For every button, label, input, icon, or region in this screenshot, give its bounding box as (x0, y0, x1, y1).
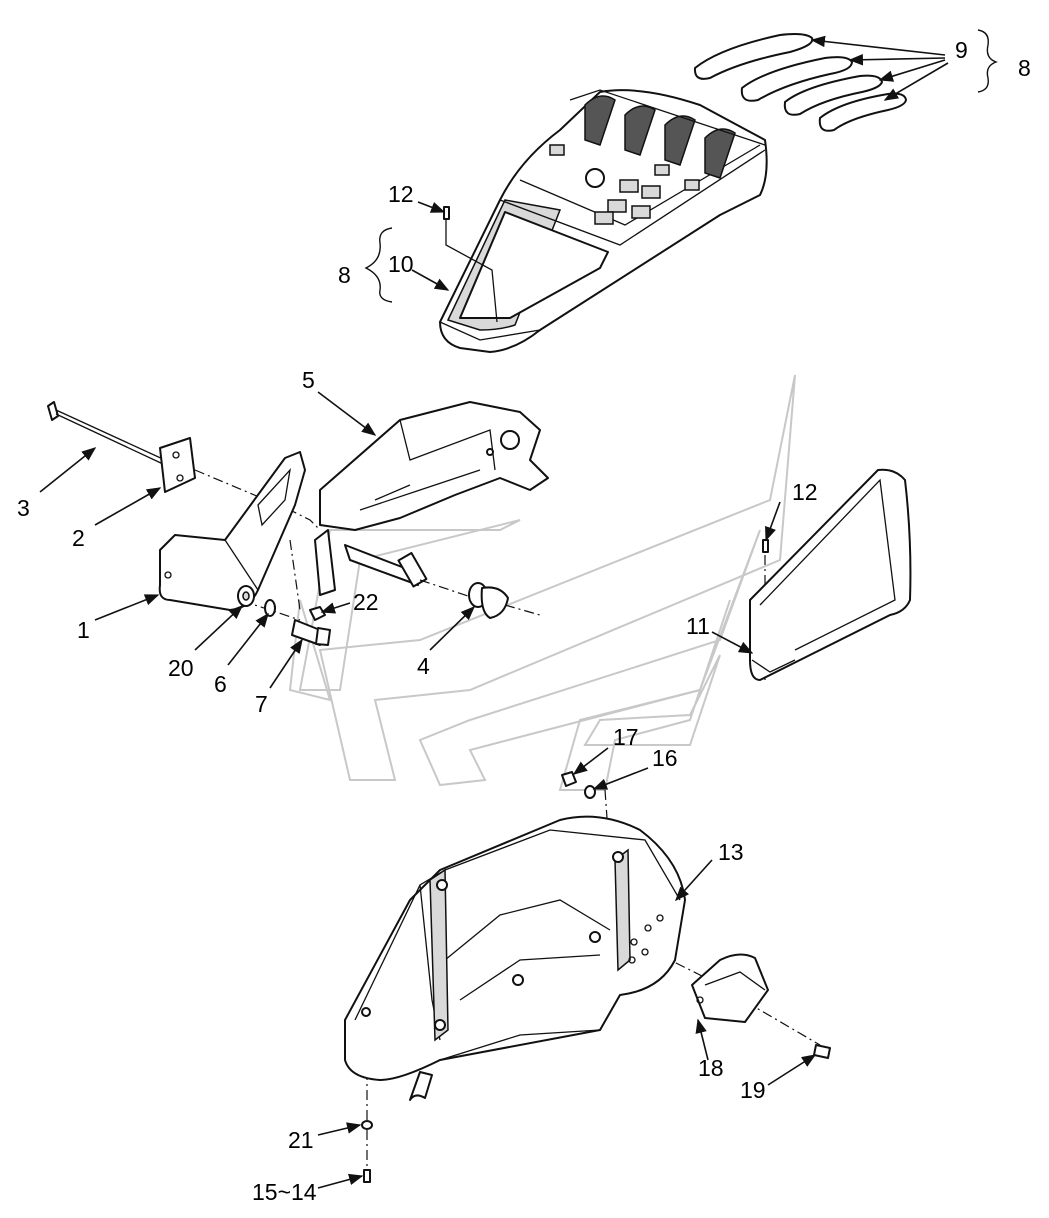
part-18-bracket (691, 953, 769, 1023)
part-4-knob (468, 582, 509, 619)
label-13: 13 (718, 839, 744, 865)
label-8-top: 8 (1018, 55, 1031, 81)
label-7: 7 (255, 691, 268, 717)
brace-8-left (364, 227, 393, 303)
part-2-plate (159, 437, 196, 493)
label-6: 6 (214, 671, 227, 697)
label-3: 3 (17, 495, 30, 521)
label-11: 11 (686, 613, 710, 639)
label-5: 5 (302, 367, 315, 393)
part-3-bolt (47, 401, 166, 465)
part-labels: 9 8 12 10 8 5 3 2 1 20 6 7 22 4 12 11 17… (17, 37, 1031, 1205)
label-16: 16 (652, 745, 678, 771)
label-4: 4 (417, 653, 430, 679)
part-9-pads (693, 33, 907, 132)
part-13-housing (344, 815, 686, 1101)
part-7-bolt (291, 619, 331, 646)
part-6-washer (264, 599, 276, 617)
part-10-console (439, 89, 768, 353)
watermark-logo (288, 374, 796, 791)
leader-lines (39, 35, 949, 1189)
label-17: 17 (613, 724, 639, 750)
part-12-screw-right (762, 539, 769, 553)
label-1: 1 (77, 617, 90, 643)
label-12-right: 12 (792, 479, 818, 505)
part-19-screw (813, 1044, 831, 1059)
label-20: 20 (168, 655, 194, 681)
label-21: 21 (288, 1127, 314, 1153)
part-17-nut (561, 771, 577, 787)
part-21-washer (361, 1120, 373, 1130)
label-2: 2 (72, 525, 85, 551)
part-12-screw-top (443, 206, 498, 323)
label-22: 22 (353, 589, 379, 615)
part-15-14-screw (363, 1169, 371, 1183)
brace-8-top (977, 29, 999, 93)
label-8-left: 8 (338, 262, 351, 288)
label-15-14: 15~14 (252, 1179, 317, 1205)
part-5-bracket (314, 401, 549, 596)
label-10: 10 (388, 251, 414, 277)
part-22-nut (309, 606, 326, 621)
label-18: 18 (698, 1055, 724, 1081)
part-16-washer (584, 785, 596, 799)
part-20-bushing (237, 585, 255, 607)
label-12-top: 12 (388, 181, 414, 207)
label-9: 9 (955, 37, 968, 63)
part-11-cover (749, 468, 912, 681)
label-19: 19 (740, 1077, 766, 1103)
